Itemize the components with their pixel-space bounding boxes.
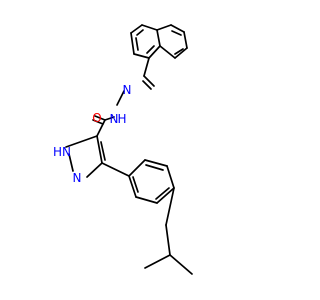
bond	[169, 254, 193, 275]
bond	[86, 162, 103, 178]
bond	[135, 37, 139, 51]
bond	[156, 24, 172, 31]
bond	[68, 153, 74, 172]
bond	[100, 141, 106, 161]
atom-label-layer: O N H N HN N	[53, 83, 131, 185]
bond	[133, 53, 150, 59]
bond	[143, 57, 150, 77]
bond	[116, 90, 125, 106]
bond	[143, 75, 155, 87]
bond	[145, 164, 164, 171]
bond	[104, 116, 115, 121]
bond	[141, 24, 158, 31]
bond	[135, 196, 158, 204]
bond	[159, 45, 176, 59]
bond	[65, 135, 98, 148]
molecule-structure: O N H N HN N	[53, 24, 193, 275]
bond	[174, 47, 188, 59]
atom-label-amide-nitrogen: N	[110, 112, 119, 126]
bond	[132, 176, 139, 193]
bond	[92, 119, 104, 125]
atom-label-amide-hydrogen: H	[117, 112, 126, 126]
bond	[171, 30, 182, 36]
bond	[183, 31, 188, 49]
bond	[166, 165, 175, 189]
bond	[142, 80, 152, 90]
bond	[148, 45, 161, 59]
bond	[144, 254, 171, 269]
bond	[96, 119, 106, 137]
bond	[170, 24, 185, 33]
atom-label-pyrazole-nh: HN	[53, 145, 71, 159]
bond	[94, 115, 106, 121]
bond	[96, 135, 103, 164]
bond	[136, 29, 144, 36]
atom-label-imine-nitrogen: N	[123, 83, 132, 97]
bond	[156, 29, 161, 47]
bond	[130, 32, 135, 55]
bond	[155, 187, 170, 200]
bond	[156, 187, 175, 204]
bond	[128, 175, 137, 198]
atom-label-pyrazole-nitrogen: N	[73, 171, 82, 185]
bond	[128, 159, 146, 177]
bond	[144, 159, 168, 167]
bond	[165, 187, 175, 226]
bond	[165, 224, 171, 256]
atom-label-oxygen: O	[92, 111, 101, 125]
bond	[130, 24, 143, 34]
bond	[146, 45, 155, 54]
bond-layer	[65, 24, 193, 275]
bond	[101, 162, 130, 177]
bond	[174, 48, 184, 55]
